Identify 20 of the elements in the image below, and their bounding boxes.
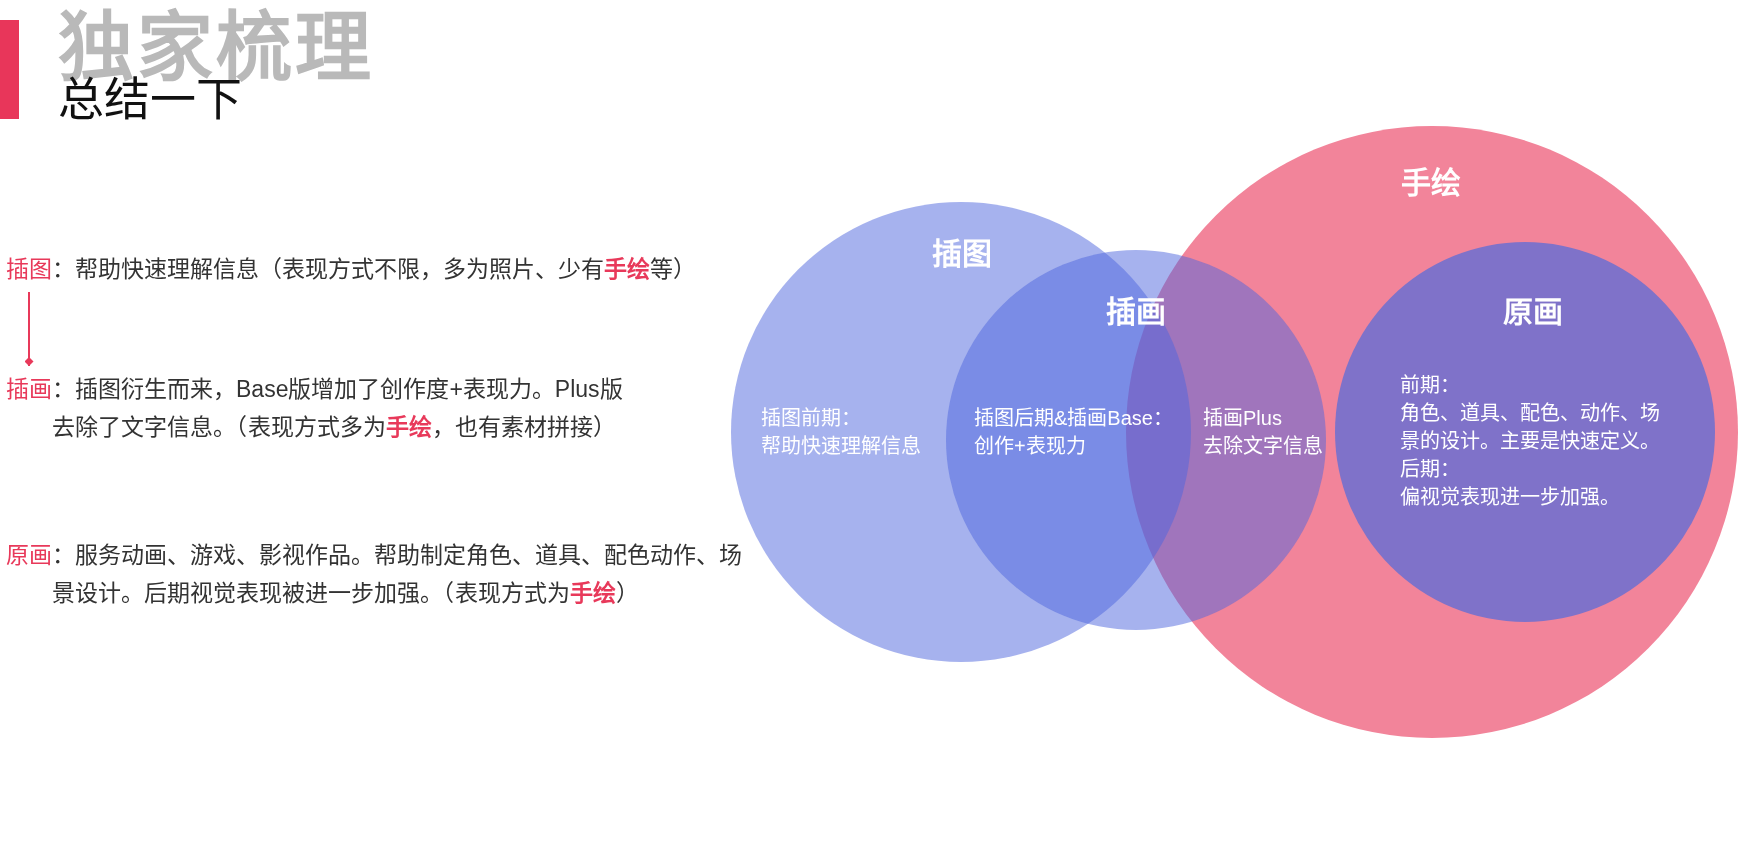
circle-title: 插画 bbox=[1106, 294, 1166, 330]
definition-text: ：服务动画、游戏、影视作品。帮助制定角色、道具、配色动作、场景设计。后期视觉表现被进一步加强。（表现方式为手绘） bbox=[52, 541, 743, 608]
definition-text: ：插图衍生而来，Base版增加了创作度+表现力。Plus版去除了文字信息。（表现方式多为手绘，也有素材拼接） bbox=[52, 375, 624, 442]
region-heading: 插图前期： bbox=[761, 406, 861, 431]
region-heading: 插画Plus bbox=[1203, 406, 1282, 431]
region-text: 偏视觉表现进一步加强。 bbox=[1400, 485, 1620, 510]
region-heading: 插图后期&插画Base： bbox=[974, 406, 1173, 431]
circle-title: 插图 bbox=[932, 236, 992, 272]
region-text: 帮助快速理解信息 bbox=[761, 434, 921, 459]
term-label: 原画 bbox=[6, 541, 52, 570]
circle-title: 手绘 bbox=[1401, 165, 1461, 201]
circle-title: 原画 bbox=[1503, 294, 1563, 330]
region-text: 角色、道具、配色、动作、场景的设计。主要是快速定义。 bbox=[1400, 401, 1661, 454]
term-label: 插画 bbox=[6, 375, 52, 404]
region-heading: 前期： bbox=[1400, 373, 1460, 398]
region-text: 创作+表现力 bbox=[974, 434, 1086, 459]
definition-text: ：帮助快速理解信息（表现方式不限，多为照片、少有手绘等） bbox=[52, 255, 696, 284]
term-label: 插图 bbox=[6, 255, 52, 284]
region-text: 去除文字信息 bbox=[1203, 434, 1323, 459]
region-heading: 后期： bbox=[1400, 457, 1460, 482]
